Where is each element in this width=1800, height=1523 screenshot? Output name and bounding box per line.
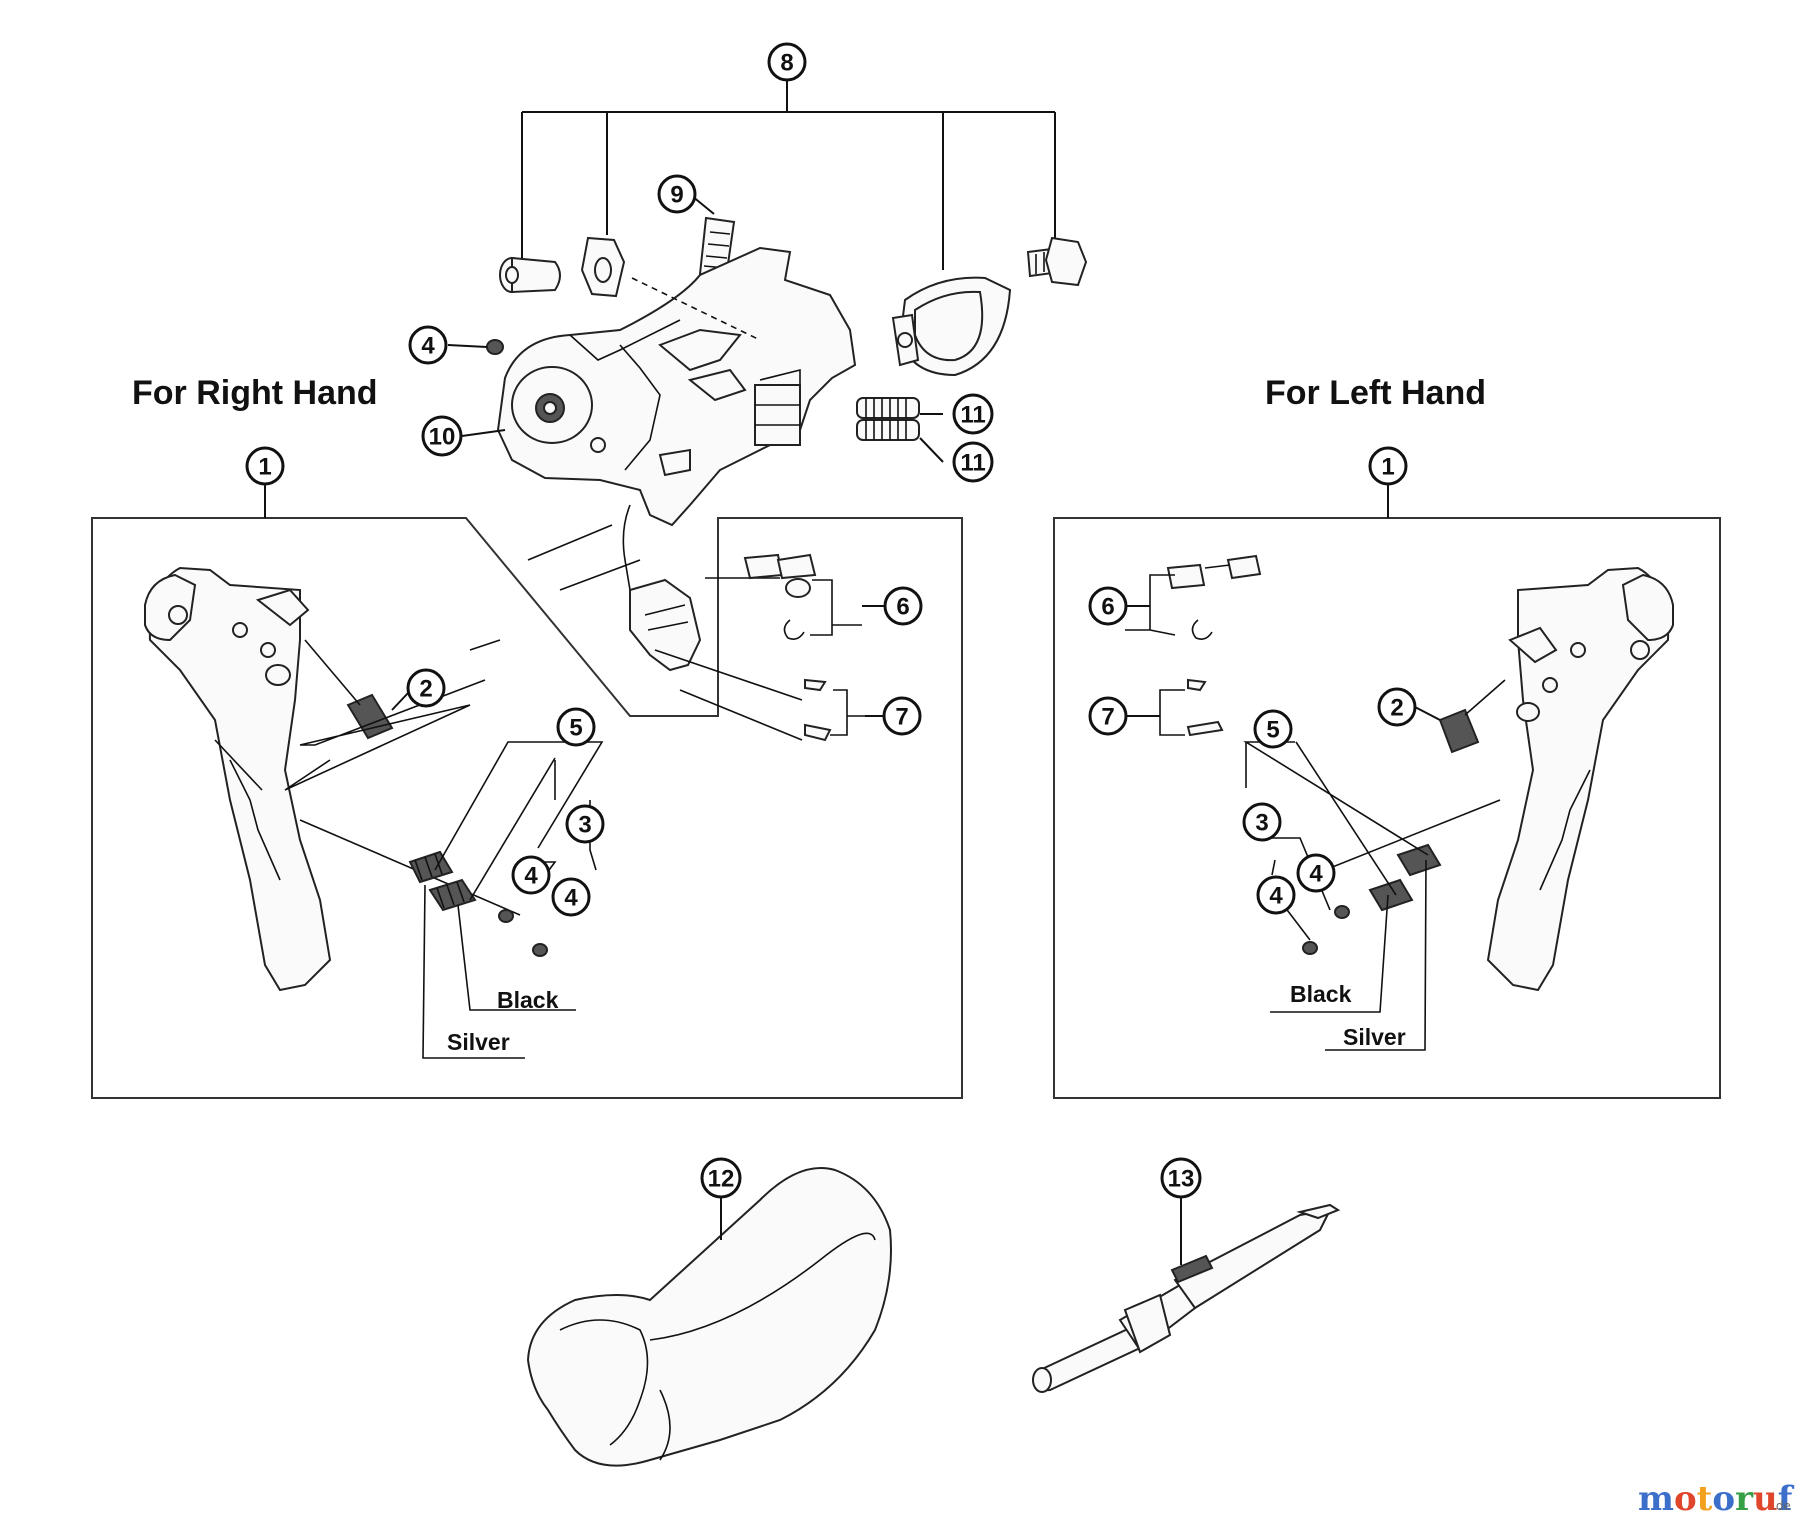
- svg-text:12: 12: [708, 1166, 735, 1193]
- callout-11-upper: 11: [952, 393, 994, 435]
- callout-7-left: 7: [1088, 696, 1160, 736]
- svg-text:3: 3: [1255, 810, 1268, 837]
- svg-text:2: 2: [1390, 695, 1403, 722]
- svg-text:4: 4: [1269, 883, 1283, 910]
- left-shift-lever: [1486, 566, 1674, 992]
- callout-2-left: 2: [1377, 687, 1441, 727]
- svg-text:5: 5: [1266, 717, 1279, 744]
- bracket-nut: [499, 256, 561, 294]
- callout-2-right: 2: [391, 668, 446, 711]
- callout-6-right: 6: [862, 586, 923, 626]
- callout-1-left: 1: [1368, 446, 1408, 486]
- top-bracket-assembly: [447, 80, 1088, 672]
- callout-11-lower: 11: [952, 441, 994, 483]
- callout-12: 12: [700, 1157, 742, 1199]
- right-return-spring: [304, 639, 394, 740]
- svg-text:4: 4: [1309, 861, 1323, 888]
- callout-8: 8: [767, 42, 807, 82]
- svg-text:9: 9: [670, 182, 683, 209]
- svg-text:4: 4: [421, 333, 435, 360]
- left-silver-label: Silver: [1343, 1024, 1406, 1050]
- svg-text:13: 13: [1168, 1166, 1195, 1193]
- svg-text:11: 11: [960, 450, 985, 477]
- svg-text:7: 7: [895, 704, 908, 731]
- svg-text:4: 4: [564, 885, 578, 912]
- callout-9: 9: [657, 174, 697, 214]
- left-black-label: Black: [1290, 981, 1352, 1007]
- callout-4-left-a: 4: [1296, 853, 1336, 893]
- svg-text:6: 6: [1101, 594, 1114, 621]
- release-lever-mechanism: [622, 504, 702, 672]
- callout-4-left-b: 4: [1256, 875, 1296, 915]
- svg-text:1: 1: [258, 454, 271, 481]
- left-hand-title: For Left Hand: [1265, 374, 1486, 412]
- left-return-spring: [1438, 679, 1506, 754]
- bracket-body: [496, 246, 857, 527]
- handlebar-clamp-band: [891, 276, 1012, 377]
- callout-4-right-a: 4: [511, 855, 551, 895]
- top-small-nut: [486, 339, 504, 355]
- svg-text:8: 8: [780, 50, 793, 77]
- svg-text:.de: .de: [1772, 1499, 1791, 1513]
- svg-text:11: 11: [960, 402, 985, 429]
- right-lever-axle: [743, 553, 832, 742]
- svg-text:3: 3: [578, 812, 591, 839]
- callout-10: 10: [421, 415, 463, 457]
- right-shift-lever: [144, 566, 332, 992]
- cover-removal-tool: [1032, 1203, 1341, 1393]
- svg-text:4: 4: [524, 863, 538, 890]
- cable-springs: [856, 397, 920, 441]
- left-lever-axle: [1166, 554, 1262, 737]
- left-hand-panel: [1053, 484, 1721, 1099]
- callout-13: 13: [1160, 1157, 1202, 1199]
- callout-4-right-b: 4: [551, 877, 591, 917]
- clamp-bolt: [1026, 236, 1088, 287]
- callout-3-left: 3: [1242, 802, 1282, 842]
- right-hand-panel: [91, 484, 963, 1099]
- svg-text:motoruf: motoruf: [1638, 1479, 1795, 1519]
- callout-4-top: 4: [408, 325, 448, 365]
- svg-text:5: 5: [569, 715, 582, 742]
- svg-text:1: 1: [1381, 454, 1394, 481]
- right-black-label: Black: [497, 987, 559, 1013]
- callout-7-right: 7: [865, 696, 922, 736]
- callout-1-right: 1: [245, 446, 285, 486]
- svg-text:2: 2: [419, 676, 432, 703]
- bracket-cover-hood: [526, 1167, 892, 1467]
- svg-text:10: 10: [429, 424, 456, 451]
- callout-6-left: 6: [1088, 586, 1150, 626]
- right-silver-label: Silver: [447, 1029, 510, 1055]
- svg-text:6: 6: [896, 594, 909, 621]
- bracket-washer: [580, 236, 626, 298]
- right-spring-shaft: [299, 819, 548, 957]
- svg-text:7: 7: [1101, 704, 1114, 731]
- callout-5-right: 5: [556, 707, 596, 747]
- right-hand-title: For Right Hand: [132, 374, 378, 412]
- callout-5-left: 5: [1253, 709, 1293, 749]
- motoruf-watermark: motoruf .de: [1638, 1479, 1795, 1519]
- callout-3-right: 3: [565, 804, 605, 844]
